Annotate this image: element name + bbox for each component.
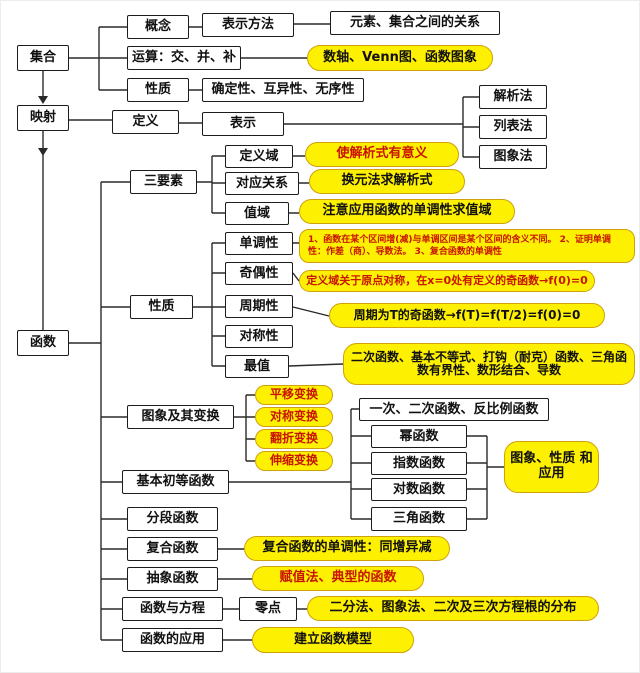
node-set-property: 性质 <box>127 78 189 102</box>
node-function-application: 函数的应用 <box>122 628 223 652</box>
node-logarithmic-function: 对数函数 <box>371 478 467 501</box>
node-function-equation: 函数与方程 <box>122 597 223 621</box>
connector-transforms <box>234 394 255 462</box>
node-graph-method: 图象法 <box>479 145 547 169</box>
node-correspondence: 对应关系 <box>225 172 299 195</box>
node-trigonometric-function: 三角函数 <box>371 507 467 531</box>
connector-function-properties <box>193 242 344 367</box>
node-set-property-note: 确定性、互异性、无序性 <box>202 78 364 102</box>
note-scale-transform: 伸缩变换 <box>255 451 333 471</box>
node-representation-method: 表示方法 <box>202 13 294 37</box>
node-power-function: 幂函数 <box>371 425 467 448</box>
node-exponential-function: 指数函数 <box>371 452 467 475</box>
node-table-method: 列表法 <box>479 115 547 139</box>
note-graph-property-application: 图象、性质 和应用 <box>504 441 599 493</box>
node-function-property: 性质 <box>130 295 193 319</box>
note-symmetric-transform: 对称变换 <box>255 407 333 427</box>
note-parity: 定义域关于原点对称，在x=0处有定义的奇函数→f(0)=0 <box>299 270 595 292</box>
node-definition: 定义 <box>112 110 179 134</box>
note-function-model: 建立函数模型 <box>252 627 414 653</box>
note-zero-methods: 二分法、图象法、二次及三次方程根的分布 <box>307 596 599 621</box>
node-range: 值域 <box>225 202 289 225</box>
node-periodicity: 周期性 <box>225 295 293 318</box>
node-set-operation: 运算：交、并、补 <box>127 46 241 70</box>
note-abstract-method: 赋值法、典型的函数 <box>252 566 424 591</box>
node-composite-function: 复合函数 <box>127 537 218 561</box>
note-translate-transform: 平移变换 <box>255 385 333 405</box>
connector-bottom-rows <box>218 548 307 641</box>
node-express: 表示 <box>202 112 284 136</box>
connector-basic-functions <box>229 408 504 520</box>
note-monotonicity: 1、函数在某个区间增(减)与单调区间是某个区间的含义不同。 2、证明单调性：作差… <box>299 229 635 263</box>
node-set: 集合 <box>17 45 69 71</box>
node-symmetry: 对称性 <box>225 325 293 348</box>
node-analytic-method: 解析法 <box>479 85 547 109</box>
connector-set-branch <box>69 23 330 91</box>
node-piecewise-function: 分段函数 <box>127 507 218 531</box>
note-fold-transform: 翻折变换 <box>255 429 333 449</box>
connector-three-elements <box>197 155 309 214</box>
note-domain: 使解析式有意义 <box>305 142 459 167</box>
node-abstract-function: 抽象函数 <box>127 567 218 591</box>
note-correspondence: 换元法求解析式 <box>309 169 465 194</box>
node-domain: 定义域 <box>225 145 293 168</box>
note-periodicity: 周期为T的奇函数→f(T)=f(T/2)=f(0)=0 <box>329 303 605 328</box>
node-element-set-relation: 元素、集合之间的关系 <box>330 11 500 35</box>
node-concept: 概念 <box>127 15 189 39</box>
node-graph-transform: 图象及其变换 <box>127 405 234 429</box>
connector-mapping-branch <box>69 96 479 158</box>
node-parity: 奇偶性 <box>225 262 293 285</box>
arrow-set-to-mapping-icon <box>38 96 48 104</box>
node-mapping: 映射 <box>17 105 69 131</box>
arrow-mapping-to-function-icon <box>38 148 48 156</box>
node-basic-elementary-functions: 基本初等函数 <box>122 470 229 494</box>
node-three-elements: 三要素 <box>130 170 197 194</box>
node-zero-point: 零点 <box>239 597 297 621</box>
note-composite-monotonicity: 复合函数的单调性：同增异减 <box>244 536 450 561</box>
connector-function-bracket <box>69 181 130 641</box>
node-linear-quadratic-inverse: 一次、二次函数、反比例函数 <box>359 398 549 421</box>
note-set-operation: 数轴、Venn图、函数图象 <box>307 45 493 71</box>
note-extremum: 二次函数、基本不等式、打钩（耐克）函数、三角函数有界性、数形结合、导数 <box>343 343 635 385</box>
node-extremum: 最值 <box>225 355 289 378</box>
note-range: 注意应用函数的单调性求值域 <box>299 199 515 224</box>
node-monotonicity: 单调性 <box>225 232 293 255</box>
node-function: 函数 <box>17 330 69 356</box>
